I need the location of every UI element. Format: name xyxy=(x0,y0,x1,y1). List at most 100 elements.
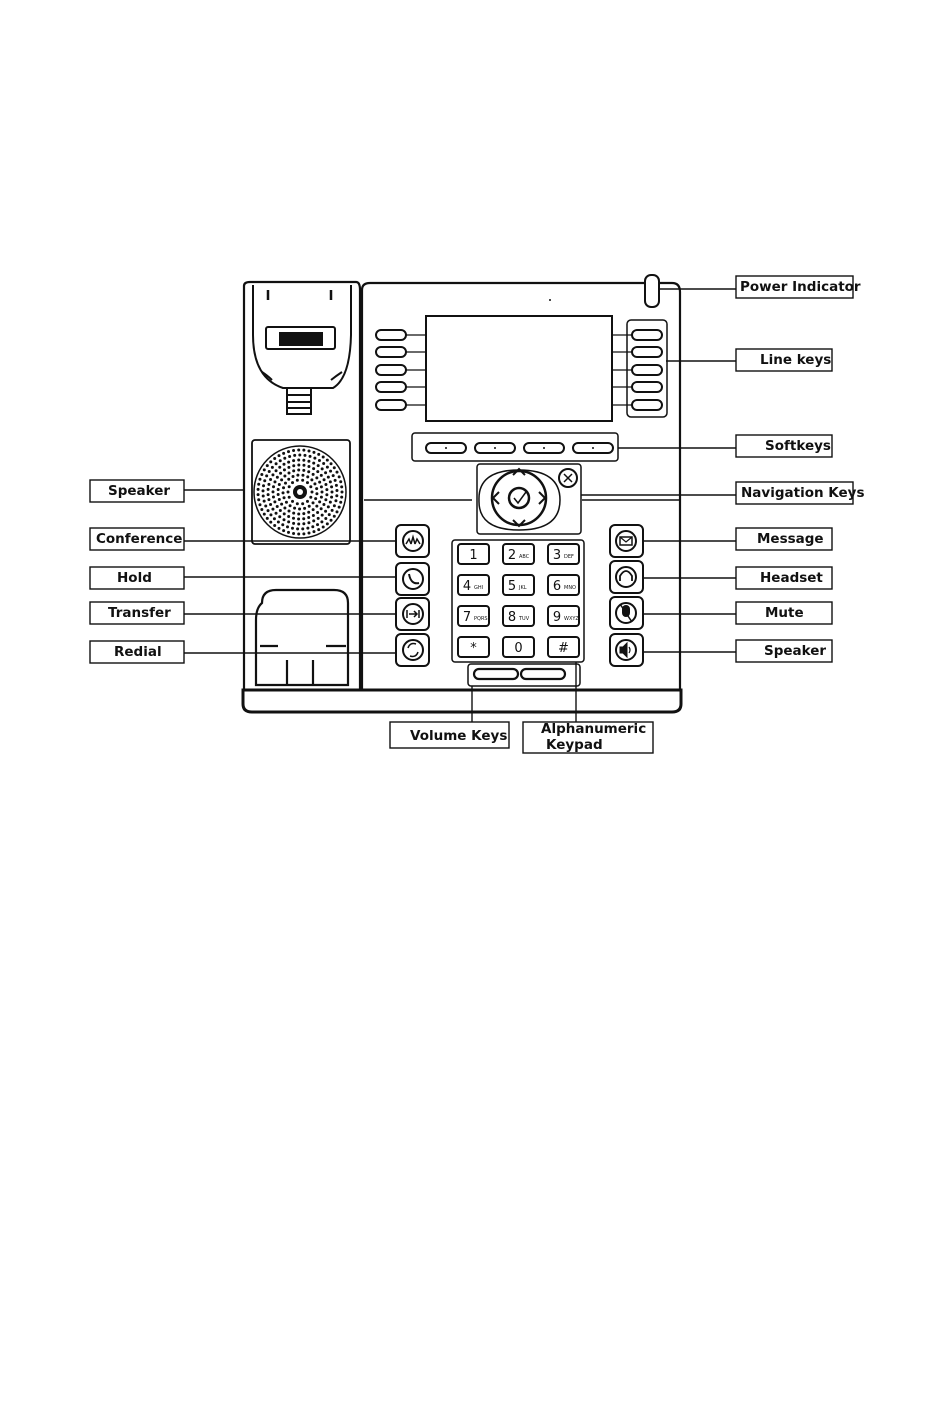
grille-dot xyxy=(262,495,265,498)
grille-dot xyxy=(322,455,325,458)
grille-dot xyxy=(313,482,316,485)
grille-dot xyxy=(278,454,281,457)
grille-dot xyxy=(320,474,323,477)
line-key-left[interactable] xyxy=(376,347,406,357)
keypad-letters: ABC xyxy=(519,554,530,560)
grille-dot xyxy=(316,511,319,514)
grille-dot xyxy=(275,512,278,515)
grille-dot xyxy=(311,491,314,494)
keypad-digit: 5 xyxy=(508,579,516,594)
grille-dot xyxy=(324,471,327,474)
grille-dot xyxy=(257,483,260,486)
grille-dot xyxy=(269,460,272,463)
grille-dot xyxy=(321,514,324,517)
grille-dot xyxy=(303,507,306,510)
grille-dot xyxy=(322,526,325,529)
grille-dot xyxy=(283,463,286,466)
grille-dot xyxy=(282,486,285,489)
svg-text:Headset: Headset xyxy=(760,570,823,586)
grille-dot xyxy=(334,499,337,502)
grille-dot xyxy=(288,455,291,458)
grille-dot xyxy=(333,515,336,518)
grille-dot xyxy=(286,525,289,528)
grille-dot xyxy=(268,470,271,473)
grille-dot xyxy=(297,512,300,515)
grille-dot xyxy=(331,509,334,512)
grille-dot xyxy=(326,466,329,469)
grille-dot xyxy=(314,497,317,500)
line-key-right[interactable] xyxy=(632,382,662,392)
grille-dot xyxy=(335,494,338,497)
grille-dot xyxy=(283,512,286,515)
grille-dot xyxy=(284,482,287,485)
grille-dot xyxy=(301,479,304,482)
grille-dot xyxy=(306,475,309,478)
softkey-dot xyxy=(592,447,594,449)
line-key-right[interactable] xyxy=(632,347,662,357)
grille-dot xyxy=(271,473,274,476)
grille-dot xyxy=(330,496,333,499)
grille-dot xyxy=(283,496,286,499)
grille-dot xyxy=(302,532,305,535)
grille-dot xyxy=(330,485,333,488)
line-key-left[interactable] xyxy=(376,330,406,340)
grille-dot xyxy=(312,462,315,465)
svg-text:Softkeys: Softkeys xyxy=(765,438,831,454)
line-key-right[interactable] xyxy=(632,365,662,375)
keypad-letters: PQRS xyxy=(474,616,488,622)
grille-dot xyxy=(311,525,314,528)
grille-dot xyxy=(317,517,320,520)
line-key-right[interactable] xyxy=(632,400,662,410)
grille-dot xyxy=(283,457,286,460)
line-key-left[interactable] xyxy=(376,382,406,392)
svg-text:Hold: Hold xyxy=(117,570,152,586)
line-key-left[interactable] xyxy=(376,400,406,410)
label-volume-keys: Volume Keys xyxy=(390,722,509,748)
grille-dot xyxy=(288,510,291,513)
grille-dot xyxy=(296,502,299,505)
softkey-dot xyxy=(543,447,545,449)
grille-dot xyxy=(291,481,294,484)
right-line-keys xyxy=(612,330,662,410)
line-key-left[interactable] xyxy=(376,365,406,375)
line-key-right[interactable] xyxy=(632,330,662,340)
grille-dot xyxy=(302,512,305,515)
label-mute: Mute xyxy=(736,602,832,624)
grille-dot xyxy=(257,498,260,501)
grille-dot xyxy=(336,510,339,513)
grille-dot xyxy=(263,479,266,482)
keypad-digit: # xyxy=(558,641,569,656)
grille-dot xyxy=(307,511,310,514)
grille-dot xyxy=(293,454,296,457)
keypad-digit: 9 xyxy=(553,610,561,625)
grille-dot xyxy=(306,481,309,484)
grille-dot xyxy=(339,480,342,483)
grille-dot xyxy=(297,517,300,520)
grille-dot xyxy=(287,466,290,469)
grille-dot xyxy=(322,503,325,506)
grille-dot xyxy=(320,485,323,488)
grille-dot xyxy=(338,506,341,509)
grille-dot xyxy=(287,461,290,464)
grille-dot xyxy=(288,485,291,488)
grille-dot xyxy=(297,532,300,535)
grille-dot xyxy=(301,527,304,530)
softkey-dot xyxy=(494,447,496,449)
grille-dot xyxy=(333,504,336,507)
grille-dot xyxy=(285,501,288,504)
grille-dot xyxy=(276,476,279,479)
grille-dot xyxy=(323,478,326,481)
grille-dot xyxy=(331,491,334,494)
grille-dot xyxy=(302,459,305,462)
grille-dot xyxy=(302,469,305,472)
keypad-letters: GHI xyxy=(474,585,483,591)
grille-dot xyxy=(281,523,284,526)
grille-dot xyxy=(276,505,279,508)
grille-dot xyxy=(292,517,295,520)
svg-text:Message: Message xyxy=(757,531,824,547)
label-alphanumeric-keypad: Alphanumeric Keypad xyxy=(523,721,653,753)
grille-dot xyxy=(297,449,300,452)
keypad-letters: MNO xyxy=(564,585,576,591)
grille-dot xyxy=(306,500,309,503)
grille-dot xyxy=(298,507,301,510)
